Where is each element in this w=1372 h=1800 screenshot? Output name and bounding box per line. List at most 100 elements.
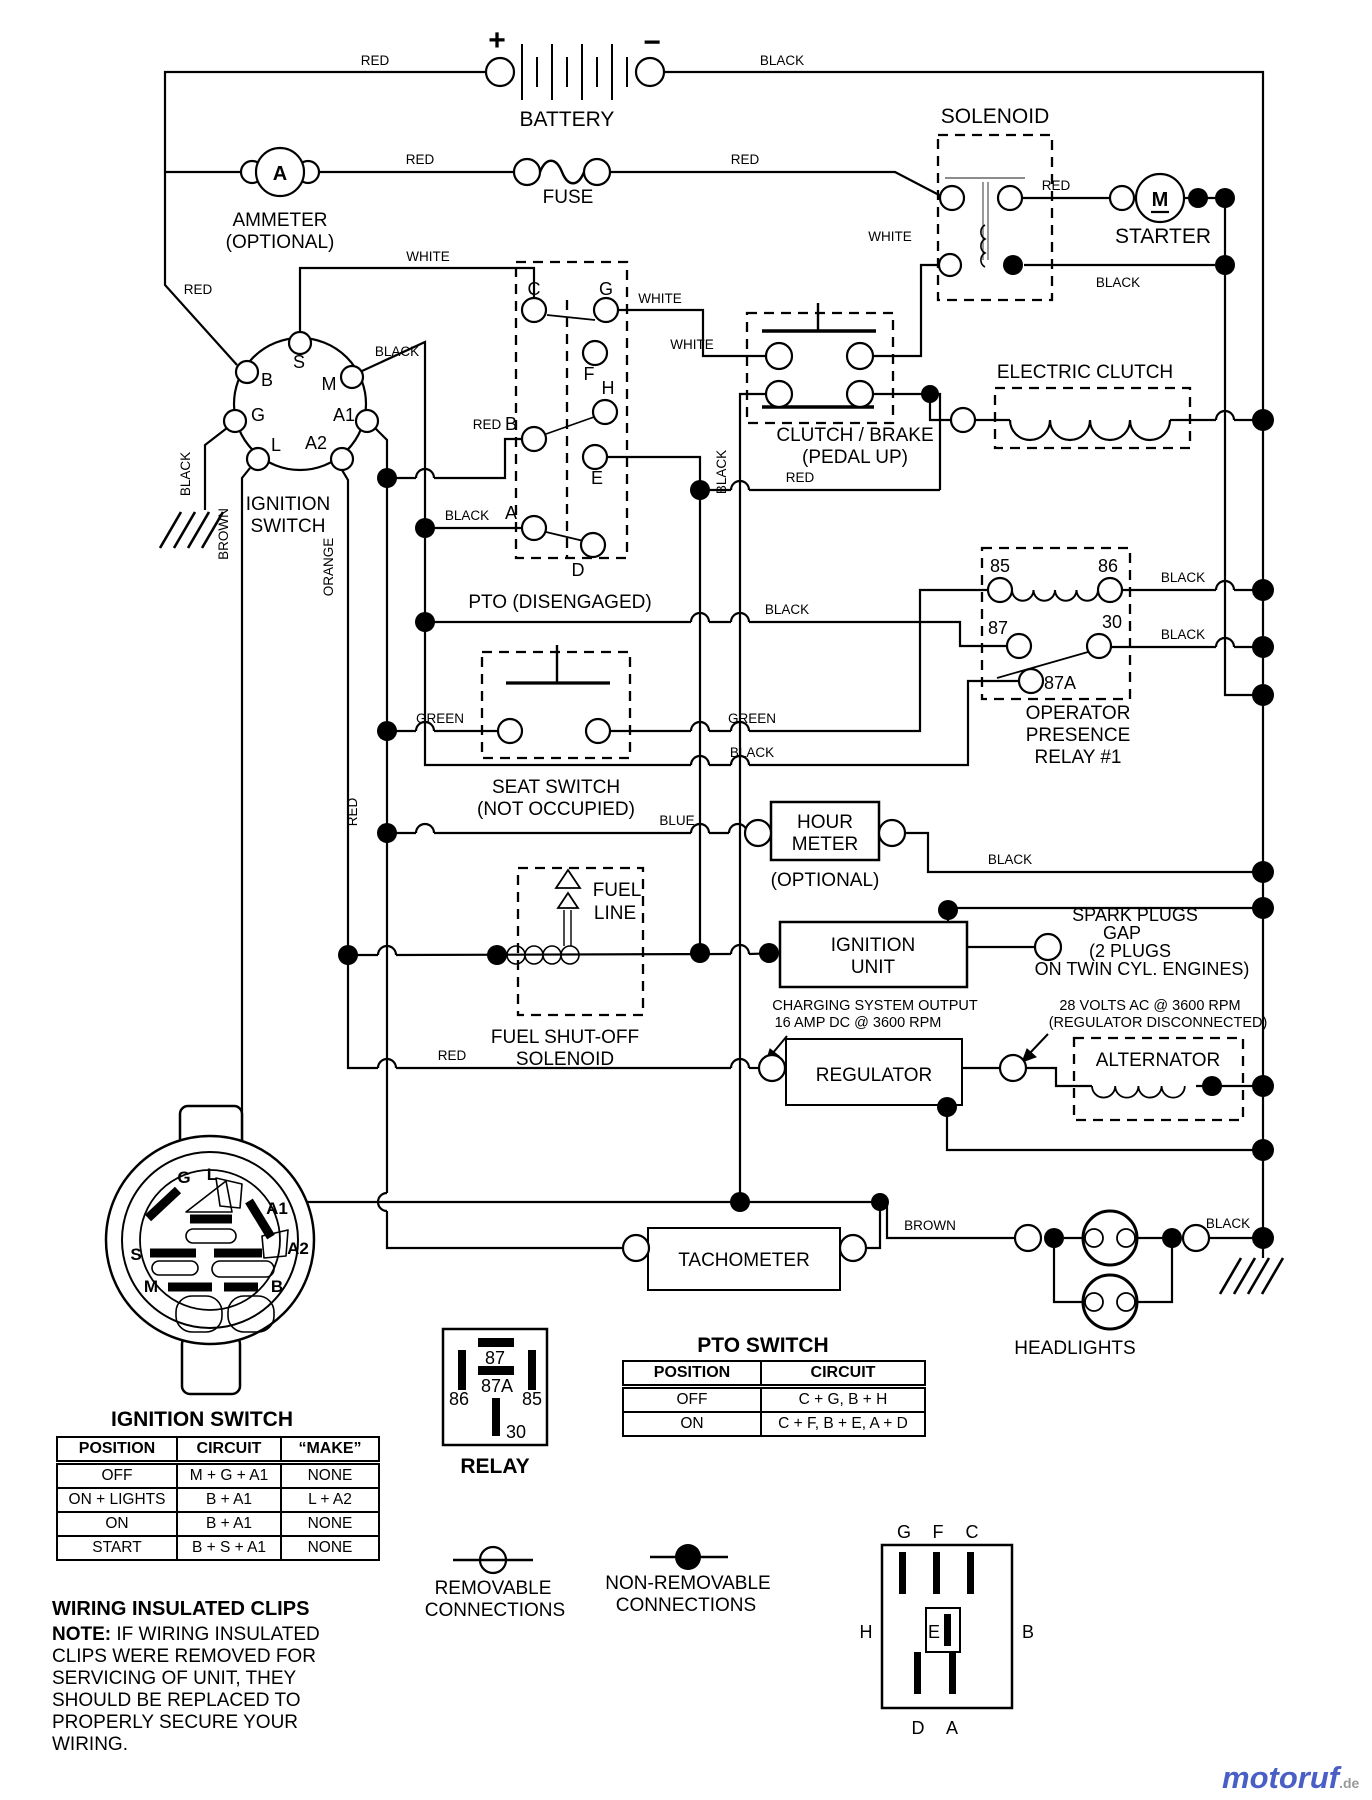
- wire-color-label: RED: [438, 1048, 467, 1063]
- fuel-shutoff-label-2: SOLENOID: [516, 1049, 614, 1070]
- connection-circles: [222, 56, 1211, 1575]
- pto-terminal-label: G: [599, 279, 613, 299]
- cell: B + A1: [176, 1487, 282, 1513]
- cell: L + A2: [280, 1487, 380, 1513]
- connector-pin-label: D: [912, 1718, 925, 1738]
- cell: M + G + A1: [176, 1461, 282, 1489]
- solenoid-box: [936, 133, 1054, 302]
- table-row: OFF M + G + A1 NONE: [56, 1461, 380, 1489]
- ignition-switch-terminal-label: M: [322, 374, 337, 394]
- wire-color-label: GREEN: [416, 711, 464, 726]
- electric-clutch-box: [993, 386, 1192, 450]
- electric-clutch-label: ELECTRIC CLUTCH: [997, 362, 1173, 383]
- pto-table-title: PTO SWITCH: [697, 1334, 828, 1357]
- wire-color-label: RED: [731, 152, 760, 167]
- wire-color-label: BLUE: [659, 813, 694, 828]
- note-body: IF WIRING INSULATED CLIPS WERE REMOVED F…: [52, 1624, 320, 1755]
- ignition-plug-pin-label: A1: [266, 1199, 288, 1218]
- cell: B + S + A1: [176, 1535, 282, 1561]
- alternator-note-1: 28 VOLTS AC @ 3600 RPM: [1059, 998, 1240, 1014]
- legend-removable-1: REMOVABLE: [435, 1578, 552, 1599]
- fuel-solenoid-internals: [506, 868, 582, 965]
- wire-color-label: BLACK: [375, 344, 419, 359]
- seat-switch-internals: [506, 645, 610, 685]
- ignition-table-header-position: POSITION: [56, 1436, 178, 1465]
- connector-pin-label: B: [1022, 1622, 1034, 1642]
- ignition-switch-terminal-label: G: [251, 405, 265, 425]
- ignition-switch-terminal-label: A2: [305, 433, 327, 453]
- operator-relay-terminal-label: 86: [1098, 556, 1118, 576]
- wire-color-label: BLACK: [1161, 570, 1205, 585]
- clutch-brake-label-1: CLUTCH / BRAKE: [776, 425, 933, 446]
- wire-color-label: RED: [406, 152, 435, 167]
- relay-label: RELAY: [460, 1455, 529, 1478]
- wire-color-label: WHITE: [406, 249, 450, 264]
- charging-note-2: 16 AMP DC @ 3600 RPM: [775, 1015, 942, 1031]
- wire-color-label: BLACK: [765, 602, 809, 617]
- wire-color-label: BROWN: [904, 1218, 956, 1233]
- wire-crossover-bumps: [376, 409, 1236, 1213]
- relay-pin-label: 87A: [481, 1376, 513, 1396]
- starter-symbol: M: [1152, 189, 1169, 211]
- ammeter-optional-label: (OPTIONAL): [226, 232, 335, 253]
- wire-color-label: BLACK: [988, 852, 1032, 867]
- seat-switch-label-2: (NOT OCCUPIED): [477, 799, 635, 820]
- engine-connector: [880, 1543, 1014, 1710]
- pto-switch-box: [514, 260, 629, 560]
- fuse-label: FUSE: [543, 187, 594, 208]
- regulator-box: [785, 1038, 963, 1106]
- cell: ON: [622, 1411, 762, 1437]
- operator-relay-coil: [1011, 589, 1099, 602]
- relay-pin-label: 86: [449, 1389, 469, 1409]
- table-row: ON C + F, B + E, A + D: [622, 1411, 926, 1437]
- watermark: motoruf.de: [1222, 1760, 1359, 1796]
- wire-color-label: BROWN: [216, 508, 231, 560]
- operator-relay-label-3: RELAY #1: [1035, 747, 1122, 768]
- tachometer-label: TACHOMETER: [678, 1250, 810, 1271]
- legend-nonremovable-2: CONNECTIONS: [616, 1595, 756, 1616]
- ammeter-dial: [254, 146, 306, 198]
- wire-color-label: BLACK: [760, 53, 804, 68]
- hour-meter-label-1: HOUR: [797, 812, 853, 833]
- cell: C + F, B + E, A + D: [760, 1411, 926, 1437]
- wires: [163, 70, 1265, 1304]
- cell: OFF: [622, 1385, 762, 1413]
- ignition-table-header-circuit: CIRCUIT: [176, 1436, 282, 1465]
- pto-switch-table: POSITION CIRCUIT OFF C + G, B + H ON C +…: [622, 1360, 926, 1437]
- ammeter-label: AMMETER: [233, 210, 328, 231]
- ignition-plug-pin-label: L: [207, 1165, 217, 1184]
- alternator-label: ALTERNATOR: [1096, 1050, 1221, 1071]
- watermark-tld: .de: [1339, 1775, 1360, 1791]
- spark-plugs-label-2: GAP: [1103, 923, 1141, 943]
- ignition-unit-box: [778, 920, 969, 989]
- wire-color-label: RED: [473, 417, 502, 432]
- wire-color-label: BLACK: [714, 450, 729, 494]
- pto-table-header-circuit: CIRCUIT: [760, 1360, 926, 1389]
- junction-dots: [338, 188, 1274, 1570]
- ignition-switch-terminal-label: B: [261, 370, 273, 390]
- ignition-plug-drawing: [104, 1104, 316, 1396]
- ground-symbol-right: [1218, 1257, 1285, 1295]
- fuel-shutoff-label-1: FUEL SHUT-OFF: [491, 1027, 639, 1048]
- clutch-brake-box: [745, 311, 895, 425]
- connector-pin-label: F: [933, 1522, 944, 1542]
- clutch-brake-label-2: (PEDAL UP): [802, 447, 908, 468]
- cell: OFF: [56, 1461, 178, 1489]
- seat-switch-label-1: SEAT SWITCH: [492, 777, 620, 798]
- hour-meter-optional: (OPTIONAL): [771, 870, 880, 891]
- electric-clutch-coil: [1008, 419, 1172, 442]
- ground-symbol-left: [158, 511, 225, 549]
- alternator-note-2: (REGULATOR DISCONNECTED): [1049, 1015, 1268, 1031]
- operator-relay-terminal-label: 87A: [1044, 673, 1076, 693]
- cell: C + G, B + H: [760, 1385, 926, 1413]
- pto-label: PTO (DISENGAGED): [468, 592, 651, 613]
- cell: ON + LIGHTS: [56, 1487, 178, 1513]
- cell: START: [56, 1535, 178, 1561]
- alternator-box: [1072, 1036, 1245, 1122]
- relay-pin-label: 30: [506, 1422, 526, 1442]
- hour-meter-box: [769, 800, 881, 862]
- wiring-clips-note: WIRING INSULATED CLIPS NOTE: IF WIRING I…: [52, 1598, 388, 1756]
- wire-color-label: BLACK: [730, 745, 774, 760]
- spark-plugs-label-4: ON TWIN CYL. ENGINES): [1035, 959, 1250, 979]
